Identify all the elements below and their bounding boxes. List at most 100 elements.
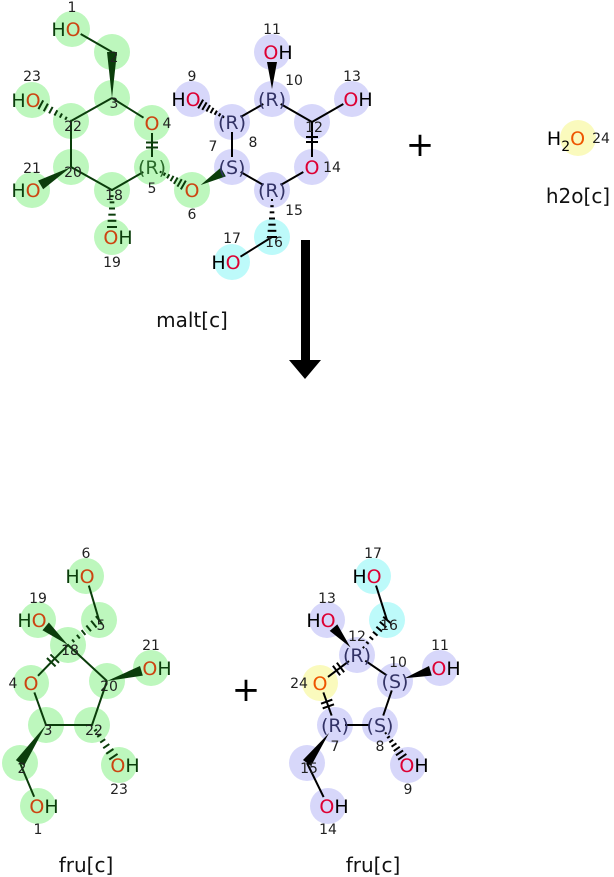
fru2-bond-7-15-wedge (302, 733, 330, 766)
malt-bond-20-21-wedge (38, 167, 71, 190)
fru2-atom-label-9: OH (399, 755, 428, 777)
malt-atom-highlight-23 (14, 82, 50, 118)
malt-atom-label-1: HO (51, 19, 80, 41)
fru2-bond-12-24-stereo-mark (336, 662, 345, 673)
fru1-bond-18-4-stereo-mark (46, 657, 57, 668)
malt-atom-number-9: 9 (188, 69, 197, 85)
fru1-atom-label-21: OH (142, 658, 171, 680)
malt-bond-12-13 (311, 103, 344, 123)
malt-atom-number-22: 22 (64, 119, 82, 135)
fru2-atom-highlight-24 (302, 665, 338, 701)
fru1-atom-label-19: HO (17, 610, 46, 632)
fru1-bond-6-5 (87, 585, 100, 621)
fru2-atom-label-24: O (313, 673, 328, 695)
malt-atom-label-15: (R) (258, 180, 286, 202)
fru1-bond-18-4-stereo-mark (49, 653, 60, 664)
malt-bond-6-7-wedge (200, 167, 226, 186)
fru1-bond-18-4 (37, 644, 69, 677)
fru1-bond-18-5-hash (66, 615, 103, 647)
fru2-atom-label-7: (R) (321, 715, 349, 737)
fru2-bond-10-11-wedge (404, 665, 432, 679)
fru2-bond-8-9-hash (384, 731, 407, 761)
malt-atom-number-10: 10 (285, 73, 303, 89)
malt-atom-number-16: 16 (265, 235, 283, 251)
malt-atom-label-8: (R) (218, 112, 246, 134)
fru1-atom-number-23: 23 (110, 782, 128, 798)
malt-bond-3-22 (70, 97, 113, 122)
reaction-arrow (289, 240, 321, 379)
malt-atom-number-13: 13 (343, 69, 361, 85)
fru1-atom-number-1: 1 (34, 822, 43, 838)
malt-atom-number-1: 1 (68, 0, 77, 16)
malt-atom-highlight-13 (334, 81, 370, 117)
malt-atom-number-4: 4 (163, 116, 172, 132)
fru1-atom-number-5: 5 (97, 618, 106, 634)
malt-atom-number-20: 20 (64, 165, 82, 181)
fru2-bond-12-13-wedge (329, 624, 351, 648)
fru1-bond-20-21-wedge (107, 666, 143, 681)
malt-atom-label-4: O (145, 113, 160, 135)
malt-atom-highlight-19 (94, 219, 130, 255)
malt-bond-10-12 (280, 103, 313, 123)
malt-bond-18-5 (111, 171, 144, 191)
plus-sign-reactants: + (406, 125, 435, 165)
fru1-atom-number-22: 22 (85, 723, 103, 739)
malt-atom-label-10: (R) (258, 89, 286, 111)
malt-atom-number-18: 18 (105, 188, 123, 204)
fru2-atom-number-15: 15 (300, 761, 318, 777)
malt-atom-number-3: 3 (110, 96, 119, 112)
malt-atom-label-13: OH (343, 89, 372, 111)
fru2-atom-number-8: 8 (376, 739, 385, 755)
fru2-bond-7-24 (322, 692, 333, 716)
malt-bond-14-15 (280, 171, 304, 186)
fru1-atom-label-6: HO (65, 566, 94, 588)
fru2-bond-12-24-stereo-mark (332, 665, 341, 676)
fru1-bond-18-20 (67, 644, 108, 682)
malt-bond-22-23-hash (37, 99, 73, 123)
fru2-bond-17-16 (375, 585, 388, 621)
fru1-atom-number-18: 18 (61, 643, 79, 659)
fru2-bond-12-24 (327, 660, 350, 678)
fru1-bond-18-19-wedge (42, 622, 68, 645)
fru-name-1: fru[c] (59, 853, 114, 877)
fru2-atom-number-13: 13 (318, 591, 336, 607)
fru1-atom-number-3: 3 (44, 723, 53, 739)
fru2-bond-7-24-stereo-mark (320, 698, 333, 705)
fru1-atom-highlight-6 (68, 558, 104, 594)
fru2-atom-number-10: 10 (389, 655, 407, 671)
malt-bond-8-9-hash (197, 99, 225, 119)
fru2-atom-number-9: 9 (404, 782, 413, 798)
malt-atom-number-11: 11 (263, 22, 281, 38)
fru2-bond-10-8 (382, 690, 393, 716)
malt-atom-highlight-4 (134, 105, 170, 141)
fru1-bond-3-2-wedge (15, 725, 47, 766)
malt-atom-highlight-11 (254, 34, 290, 70)
fru2-atom-number-14: 14 (319, 822, 337, 838)
fru2-atom-highlight-12 (339, 637, 375, 673)
fru1-bond-2-1 (19, 762, 36, 798)
malt-bond-16-17 (239, 236, 273, 258)
fru2-bond-15-14 (306, 762, 325, 798)
fru1-atom-highlight-23 (101, 747, 137, 783)
fru2-atom-highlight-7 (317, 707, 353, 743)
malt-atom-number-6: 6 (188, 207, 197, 223)
fru2-atom-label-14: OH (319, 796, 348, 818)
malt-atom-number-15: 15 (285, 203, 303, 219)
fru1-bond-22-23-hash (90, 723, 119, 761)
fru2-atom-highlight-17 (355, 558, 391, 594)
malt-atom-number-17: 17 (223, 231, 241, 247)
malt-atom-highlight-6 (174, 172, 210, 208)
fru1-atom-number-20: 20 (100, 679, 118, 695)
fru2-atom-highlight-11 (422, 650, 458, 686)
fru1-atom-label-23: OH (110, 755, 139, 777)
malt-atom-number-23: 23 (23, 69, 41, 85)
fru1-atom-highlight-1 (20, 788, 56, 824)
fru2-atom-highlight-14 (310, 788, 346, 824)
malt-atom-label-17: HO (211, 252, 240, 274)
malt-atom-label-23: HO (11, 90, 40, 112)
fru2-atom-highlight-10 (377, 663, 413, 699)
malt-bond-10-11-wedge (267, 62, 277, 89)
fru2-bond-7-24-stereo-mark (322, 703, 335, 710)
